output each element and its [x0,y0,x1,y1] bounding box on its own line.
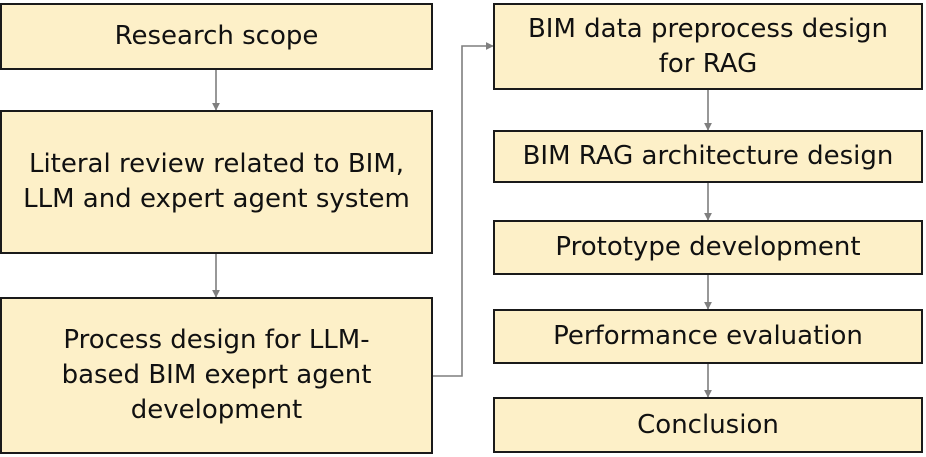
step-literature-review: Literal review related to BIM, LLM and e… [0,110,433,254]
step-label: Conclusion [637,409,779,440]
step-performance-evaluation: Performance evaluation [493,309,923,364]
step-bim-rag-architecture: BIM RAG architecture design [493,130,923,183]
step-research-scope: Research scope [0,3,433,70]
step-label: Research scope [114,21,319,51]
step-label: Performance evaluation [553,321,863,351]
step-label: Process design for LLM-based BIM exeprt … [61,325,372,425]
step-bim-data-preprocess: BIM data preprocess design for RAG [493,3,923,90]
arrow-process-to-preprocess [433,42,494,377]
step-label: Prototype development [555,232,861,262]
step-process-design: Process design for LLM-based BIM exeprt … [0,297,433,454]
step-prototype-development: Prototype development [493,220,923,275]
step-label: BIM RAG architecture design [522,141,894,171]
step-label: BIM data preprocess design for RAG [527,13,889,79]
step-conclusion: Conclusion [493,397,923,453]
step-label: Literal review related to BIM, LLM and e… [23,149,410,214]
